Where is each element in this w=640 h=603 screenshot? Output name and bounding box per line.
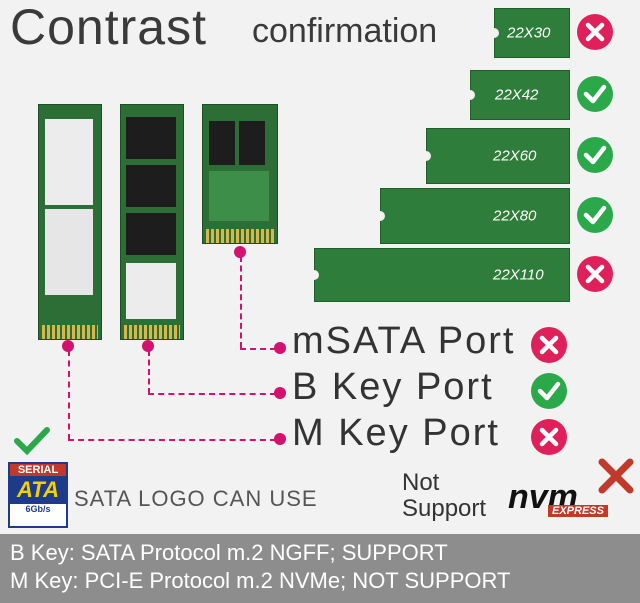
cross-icon bbox=[576, 13, 614, 51]
not-support-label: Not Support bbox=[402, 469, 487, 522]
nvme-cross-icon bbox=[596, 456, 636, 496]
page-title: Contrast bbox=[10, 0, 207, 55]
port-label-2: M Key Port bbox=[292, 412, 500, 454]
sata-logo: SERIAL ATA 6Gb/s bbox=[8, 462, 68, 528]
cross-icon bbox=[576, 255, 614, 293]
drive-m-key bbox=[38, 104, 102, 340]
sata-logo-bottom: 6Gb/s bbox=[25, 504, 51, 514]
size-card-22x30: 22X30 bbox=[489, 8, 570, 58]
size-card-label: 22X60 bbox=[493, 147, 537, 165]
port-dot-m bbox=[274, 433, 286, 445]
sata-logo-top: SERIAL bbox=[10, 464, 66, 476]
connector-line-msata bbox=[240, 256, 242, 348]
check-icon bbox=[530, 372, 568, 410]
info-line-b-key: B Key: SATA Protocol m.2 NGFF; SUPPORT bbox=[10, 540, 448, 565]
size-card-label: 22X30 bbox=[507, 24, 551, 42]
connector-dot-msata bbox=[234, 246, 246, 258]
size-card-label: 22X110 bbox=[493, 266, 544, 284]
page-subtitle: confirmation bbox=[252, 12, 438, 50]
connector-line-b-h bbox=[148, 393, 276, 395]
connector-line-m-h bbox=[68, 439, 276, 441]
connector-dot-m bbox=[62, 340, 74, 352]
cross-icon bbox=[530, 326, 568, 364]
connector-dot-b bbox=[142, 340, 154, 352]
sata-logo-mid: ATA bbox=[10, 476, 66, 504]
size-card-22x42: 22X42 bbox=[465, 70, 570, 120]
check-icon bbox=[576, 136, 614, 174]
size-card-22x110: 22X110 bbox=[309, 248, 570, 302]
check-icon bbox=[576, 75, 614, 113]
nvme-express-label: EXPRESS bbox=[548, 505, 608, 517]
size-card-label: 22X42 bbox=[495, 86, 539, 104]
info-line-m-key: M Key: PCI-E Protocol m.2 NVMe; NOT SUPP… bbox=[10, 568, 511, 593]
connector-line-msata-h bbox=[240, 348, 276, 350]
port-label-0: mSATA Port bbox=[292, 320, 516, 362]
size-card-22x60: 22X60 bbox=[421, 128, 570, 184]
drive-msata bbox=[202, 104, 278, 244]
size-card-22x80: 22X80 bbox=[375, 188, 570, 244]
port-dot-b bbox=[274, 387, 286, 399]
bottom-info-bar: B Key: SATA Protocol m.2 NGFF; SUPPORT M… bbox=[0, 534, 640, 603]
port-dot-msata bbox=[274, 342, 286, 354]
connector-line-b bbox=[148, 350, 150, 394]
check-icon bbox=[576, 196, 614, 234]
cross-icon bbox=[530, 418, 568, 456]
connector-line-m bbox=[68, 350, 70, 440]
size-card-label: 22X80 bbox=[493, 207, 537, 225]
sata-check-icon bbox=[14, 426, 50, 456]
drive-b-key bbox=[120, 104, 184, 340]
port-label-1: B Key Port bbox=[292, 366, 494, 408]
sata-caption: SATA LOGO CAN USE bbox=[74, 486, 318, 511]
